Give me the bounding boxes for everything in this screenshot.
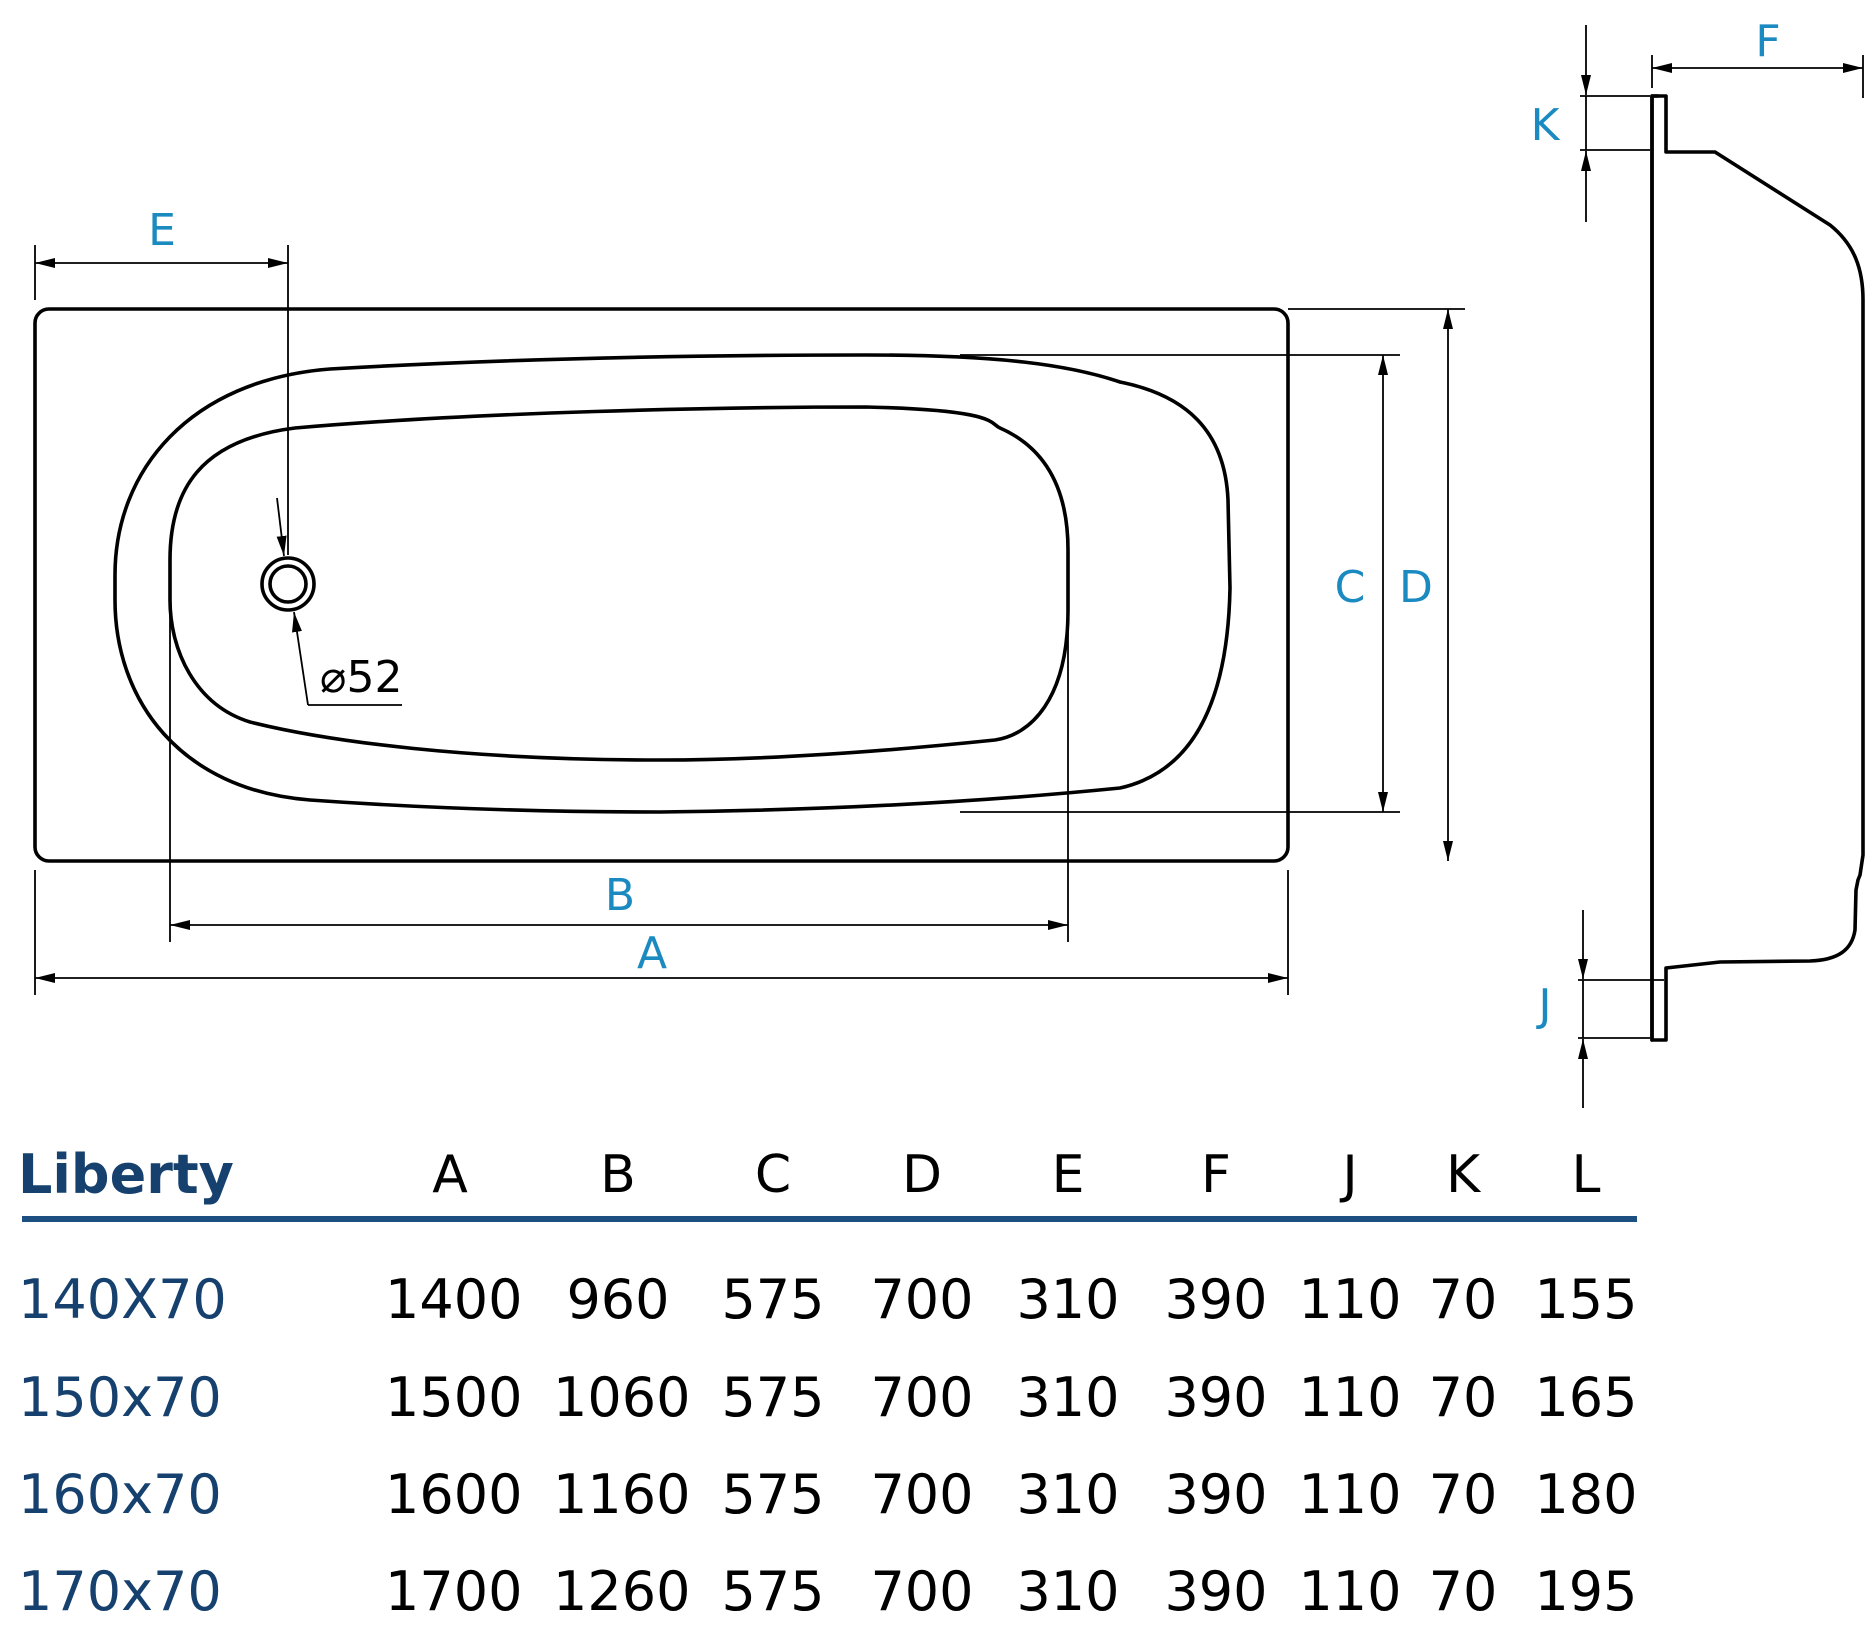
tub-outer-rim (33, 307, 1290, 863)
table-row: 170x70 1700 1260 575 700 310 390 110 70 … (0, 1557, 1869, 1627)
value-e: 310 (1016, 1268, 1120, 1331)
value-j: 110 (1298, 1463, 1402, 1526)
column-header: K (1445, 1145, 1481, 1205)
model-size: 160x70 (18, 1463, 222, 1526)
value-l: 155 (1534, 1268, 1638, 1331)
model-size: 150x70 (18, 1366, 222, 1429)
label-e: E (148, 205, 176, 256)
model-size: 170x70 (18, 1560, 222, 1623)
value-j: 110 (1298, 1560, 1402, 1623)
label-d: D (1399, 562, 1433, 613)
dimension-c: C (960, 354, 1400, 813)
value-f: 390 (1164, 1560, 1268, 1623)
tub-basin-inner (168, 405, 1070, 762)
label-b: B (605, 870, 635, 921)
tub-basin-outer (113, 353, 1232, 814)
tub-side-profile (1650, 94, 1865, 1042)
drain-diameter-label: ⌀52 (320, 652, 402, 703)
side-view (1650, 94, 1865, 1042)
label-a: A (637, 928, 667, 979)
value-f: 390 (1164, 1268, 1268, 1331)
column-header: B (600, 1145, 636, 1205)
table-row: 150x70 1500 1060 575 700 310 390 110 70 … (0, 1363, 1869, 1433)
value-k: 70 (1428, 1268, 1498, 1331)
value-d: 700 (870, 1268, 974, 1331)
table-title: Liberty (18, 1143, 234, 1206)
dimension-e: E (34, 205, 289, 555)
value-j: 110 (1298, 1268, 1402, 1331)
dimension-a: A (34, 870, 1289, 995)
value-b: 1160 (553, 1463, 691, 1526)
value-l: 180 (1534, 1463, 1638, 1526)
value-l: 195 (1534, 1560, 1638, 1623)
label-c: C (1335, 562, 1366, 613)
bathtub-technical-drawing: E ⌀52 B A C D (33, 16, 1865, 1108)
drain-fitting (260, 556, 316, 612)
column-header: J (1342, 1145, 1358, 1205)
dimension-k: K (1531, 25, 1650, 222)
value-a: 1400 (385, 1268, 523, 1331)
dimension-d: D (1288, 308, 1465, 861)
value-c: 575 (721, 1268, 825, 1331)
value-f: 390 (1164, 1366, 1268, 1429)
value-k: 70 (1428, 1366, 1498, 1429)
table-header-divider (22, 1216, 1637, 1222)
column-header: L (1571, 1145, 1601, 1205)
value-k: 70 (1428, 1463, 1498, 1526)
value-d: 700 (870, 1366, 974, 1429)
value-b: 960 (566, 1268, 670, 1331)
column-header: D (901, 1145, 943, 1205)
dimension-f: F (1651, 16, 1864, 98)
value-a: 1500 (385, 1366, 523, 1429)
label-k: K (1531, 100, 1561, 151)
drain-diameter-callout: ⌀52 (276, 497, 402, 706)
label-f: F (1755, 16, 1780, 67)
dimensions-table: Liberty A B C D E F J K L 140X70 1400 96… (0, 1120, 1869, 1623)
value-d: 700 (870, 1560, 974, 1623)
value-k: 70 (1428, 1560, 1498, 1623)
value-b: 1060 (553, 1366, 691, 1429)
value-a: 1600 (385, 1463, 523, 1526)
label-j: J (1536, 980, 1552, 1031)
column-header: C (754, 1145, 792, 1205)
dimension-b: B (169, 560, 1069, 942)
value-d: 700 (870, 1463, 974, 1526)
value-c: 575 (721, 1366, 825, 1429)
value-e: 310 (1016, 1366, 1120, 1429)
column-header: F (1201, 1145, 1231, 1205)
top-view (33, 307, 1290, 863)
column-header: A (432, 1145, 468, 1205)
value-e: 310 (1016, 1463, 1120, 1526)
value-a: 1700 (385, 1560, 523, 1623)
value-f: 390 (1164, 1463, 1268, 1526)
value-c: 575 (721, 1560, 825, 1623)
dimension-j: J (1536, 910, 1664, 1108)
value-e: 310 (1016, 1560, 1120, 1623)
value-c: 575 (721, 1463, 825, 1526)
column-header: E (1051, 1145, 1085, 1205)
value-l: 165 (1534, 1366, 1638, 1429)
model-size: 140X70 (18, 1268, 227, 1331)
value-b: 1260 (553, 1560, 691, 1623)
value-j: 110 (1298, 1366, 1402, 1429)
table-header-row: Liberty A B C D E F J K L (0, 1140, 1869, 1210)
table-row: 160x70 1600 1160 575 700 310 390 110 70 … (0, 1460, 1869, 1530)
table-row: 140X70 1400 960 575 700 310 390 110 70 1… (0, 1265, 1869, 1335)
